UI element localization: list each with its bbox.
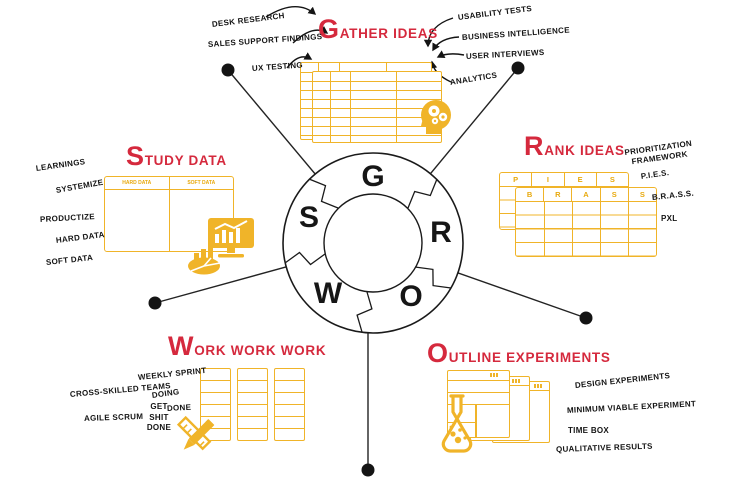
hub-dot <box>148 296 162 310</box>
ring-separator <box>356 291 373 333</box>
brass-header-cell: A <box>572 188 601 201</box>
hub-dot <box>511 61 525 75</box>
pies-header-cell: P <box>500 173 533 186</box>
ring-letter-r: R <box>430 216 452 249</box>
kanban-column <box>237 368 268 441</box>
hub-dots <box>148 61 593 477</box>
arrow-curve <box>286 52 313 69</box>
ring-letter-s: S <box>298 201 320 234</box>
gather-arrows <box>265 6 465 83</box>
pies-header-cell: I <box>532 173 565 186</box>
brass-header-cell: S <box>639 190 645 199</box>
work-stacked-line: GET <box>150 402 168 411</box>
work-stacked-label: GET SHIT DONE <box>141 402 177 434</box>
work-stacked-line: DONE <box>146 423 172 432</box>
ring-separator <box>308 178 339 209</box>
sheet-marker <box>534 384 542 388</box>
study-title: Study data <box>126 141 227 171</box>
arrow-curve <box>423 17 454 48</box>
ring-separator <box>284 251 326 266</box>
work-stacked-line: SHIT <box>149 412 169 422</box>
rank-title: Rank ideas <box>524 131 625 161</box>
brass-header-cell: B <box>516 188 545 201</box>
gather-spreadsheet-front <box>312 71 442 143</box>
outline-label: TIME BOX <box>568 426 610 435</box>
rank-label: PXL <box>661 214 678 223</box>
hub-dot <box>579 311 593 325</box>
brainstorm-head-icon <box>421 100 451 134</box>
pies-header-cell: E <box>565 173 597 186</box>
ring-letter-w: W <box>313 277 343 310</box>
arrow-curve <box>292 26 329 44</box>
ring-separators <box>284 178 452 333</box>
gather-title: Gather ideas <box>318 14 438 44</box>
pencil-ruler-icon <box>176 415 215 451</box>
ring-separator <box>414 266 452 289</box>
flask-icon <box>441 394 473 453</box>
bar-chart-icon <box>194 245 213 260</box>
ring-letter-g: G <box>361 160 385 193</box>
arrow-curve <box>432 36 460 52</box>
ring-letter-o: O <box>399 280 423 313</box>
work-title: Work work work <box>168 331 327 361</box>
study-table-header: SOFT DATA <box>168 177 234 189</box>
work-label: AGILE SCRUM <box>83 411 144 423</box>
experiment-sheet-front <box>447 370 510 438</box>
ring-inner-circle <box>323 193 423 293</box>
hub-dot <box>221 63 235 77</box>
analytics-monitor-icon <box>208 218 254 258</box>
rank-brass-table: B R A S S <box>515 187 657 257</box>
arrow-curve <box>265 6 317 18</box>
grows-ring <box>282 152 464 334</box>
hub-dot <box>361 463 375 477</box>
pie-chart-icon <box>188 257 221 275</box>
brass-header-cell: S <box>601 188 629 201</box>
ring-separator <box>407 178 438 209</box>
sheet-marker <box>512 379 520 383</box>
study-table-header: HARD DATA <box>122 180 152 186</box>
arrow-curve <box>436 50 465 58</box>
outline-title: Outline experiments <box>427 338 611 368</box>
kanban-column <box>274 368 305 441</box>
brass-header-cell: R <box>544 188 573 201</box>
sheet-marker <box>490 373 498 377</box>
pies-header-cell: S <box>609 175 615 184</box>
